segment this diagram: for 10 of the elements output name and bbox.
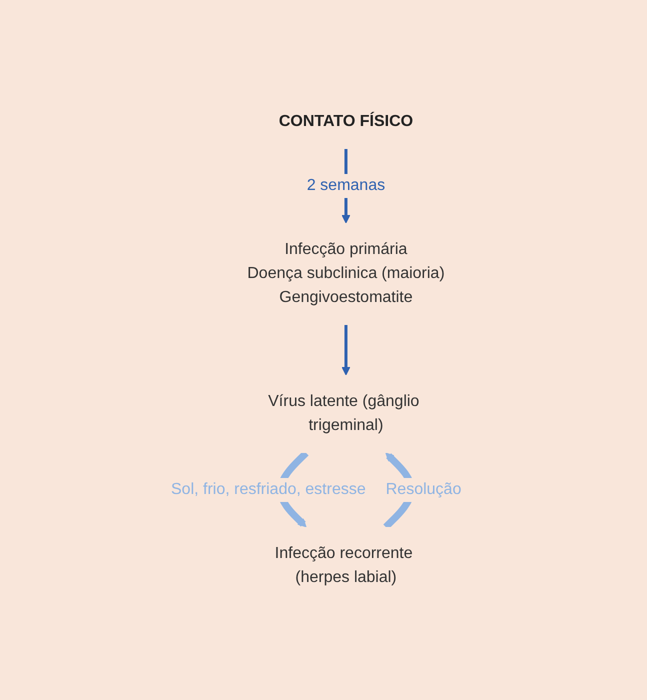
edge-label: 2 semanas [306,177,386,194]
node-text: CONTATO FÍSICO [278,113,414,130]
node-label: Doença subclinica (maioria) [247,265,445,282]
node-text: Infecção recorrente (herpes labial) [274,544,413,586]
node-text: Vírus latente (gânglio trigeminal) [268,392,420,434]
node-text: Infecção primária [284,241,408,258]
node-label: Gengivoestomatite [279,289,413,306]
edge-label: Sol, frio, resfriado, estresse [171,480,366,498]
arrow [342,325,350,376]
edge-label: Resolução [386,480,462,498]
